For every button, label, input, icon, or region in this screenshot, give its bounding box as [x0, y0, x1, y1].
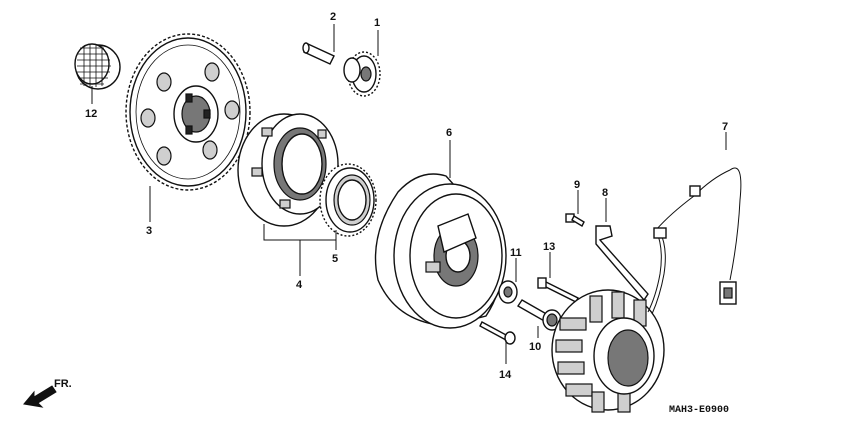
callout-8: 8	[602, 187, 608, 199]
callout-7: 7	[722, 121, 728, 133]
flange-bolt-part	[517, 299, 562, 331]
starter-driven-gear-part	[125, 33, 251, 191]
small-bolt-part	[565, 213, 585, 227]
callout-5: 5	[332, 253, 338, 265]
starter-clutch-outer-part	[237, 113, 339, 227]
front-direction-indicator: FR.	[23, 378, 72, 408]
callout-14: 14	[499, 369, 512, 381]
callout-4: 4	[296, 279, 303, 291]
starter-idle-shaft-part	[302, 42, 335, 65]
callout-6: 6	[446, 127, 452, 139]
front-direction-label: FR.	[54, 378, 72, 390]
callout-3: 3	[146, 225, 152, 237]
callout-9: 9	[574, 179, 580, 191]
callout-13: 13	[543, 241, 555, 253]
callout-1: 1	[374, 17, 380, 29]
callout-10: 10	[529, 341, 541, 353]
callout-12: 12	[85, 108, 97, 120]
washer-part	[498, 280, 518, 304]
stud-bolt-part	[537, 277, 579, 303]
front-arrow-icon	[23, 385, 57, 408]
flywheel-rotor-part	[374, 173, 507, 329]
callout-labels: 2 1 12 3 6 5 4 7 8 9 13 11 10 14	[85, 11, 728, 381]
diagram-code: MAH3-E0900	[669, 405, 729, 416]
wire-clamp-part	[595, 225, 649, 302]
callout-11: 11	[510, 247, 522, 259]
starter-idle-gear-part	[343, 51, 381, 97]
one-way-clutch-part	[319, 163, 377, 237]
stator-assembly-part	[551, 167, 742, 413]
needle-bearing-part	[74, 43, 121, 90]
socket-bolt-part	[479, 321, 516, 345]
leader-lines	[91, 24, 727, 364]
callout-2: 2	[330, 11, 336, 23]
